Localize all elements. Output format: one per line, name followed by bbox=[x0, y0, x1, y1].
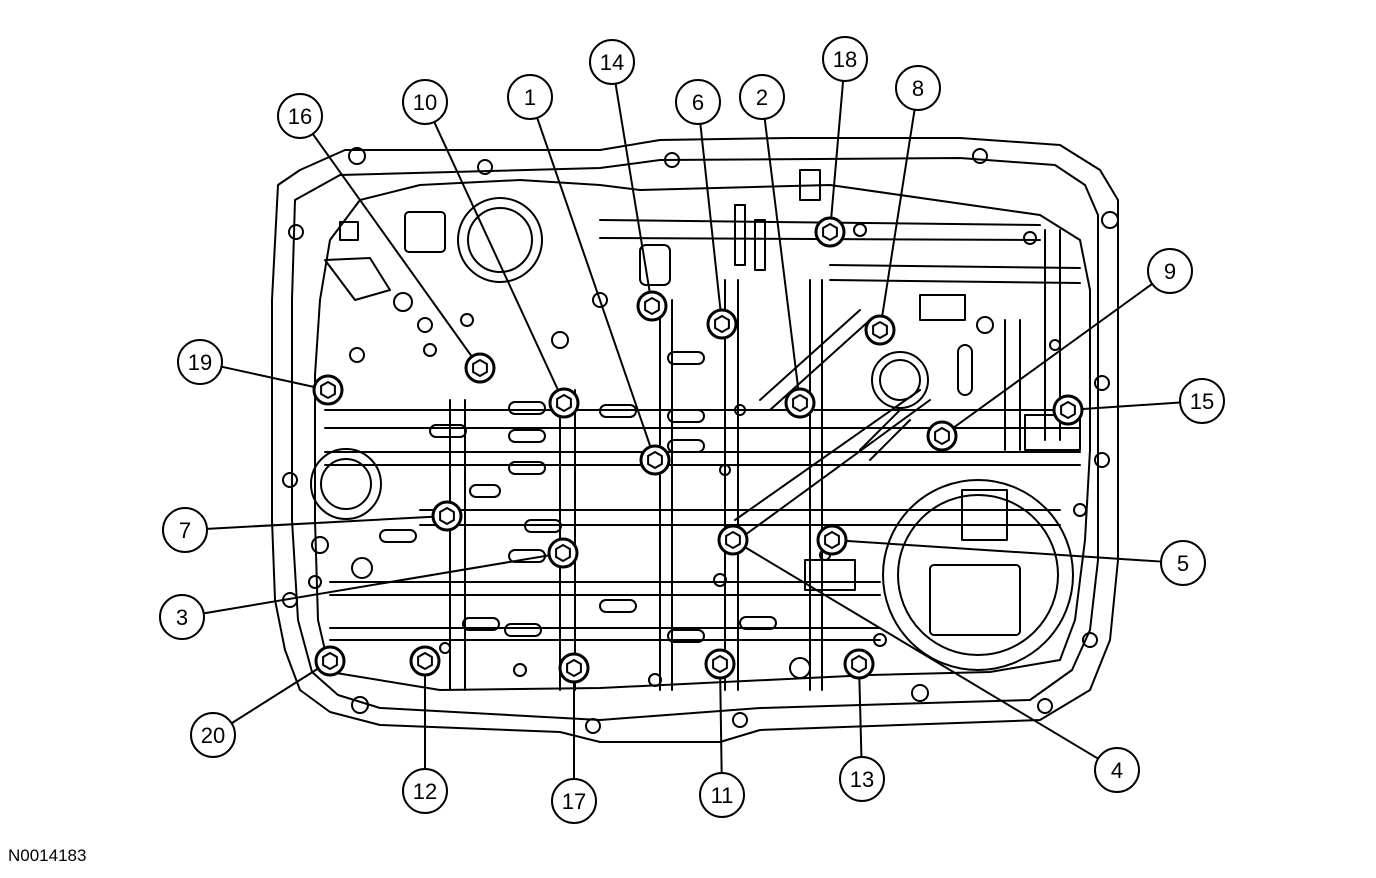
leader-line-16 bbox=[311, 133, 481, 369]
callout-number: 12 bbox=[413, 779, 437, 804]
bolt-13 bbox=[843, 648, 875, 680]
leader-line-8 bbox=[879, 109, 916, 331]
bolt-2 bbox=[784, 387, 816, 419]
callout-7: 7 bbox=[162, 507, 208, 553]
bolt-14 bbox=[636, 290, 668, 322]
callout-4: 4 bbox=[1094, 747, 1140, 793]
callout-2: 2 bbox=[739, 74, 785, 120]
callout-number: 20 bbox=[201, 723, 225, 748]
callout-11: 11 bbox=[699, 772, 745, 818]
leader-line-14 bbox=[614, 83, 653, 307]
figure-id: N0014183 bbox=[8, 846, 87, 865]
bolt-10 bbox=[548, 387, 580, 419]
bolt-9 bbox=[926, 420, 958, 452]
callout-number: 7 bbox=[179, 518, 191, 543]
callout-number: 14 bbox=[600, 50, 624, 75]
bolt-12 bbox=[409, 645, 441, 677]
callout-6: 6 bbox=[675, 79, 721, 125]
callout-number: 10 bbox=[413, 90, 437, 115]
callout-number: 5 bbox=[1177, 551, 1189, 576]
bolt-3 bbox=[547, 537, 579, 569]
leader-line-9 bbox=[941, 283, 1153, 437]
callout-1: 1 bbox=[507, 74, 553, 120]
bolt-19 bbox=[312, 374, 344, 406]
leader-line-3 bbox=[203, 552, 564, 615]
callout-number: 4 bbox=[1111, 758, 1123, 783]
leader-line-11 bbox=[719, 663, 723, 774]
callout-number: 3 bbox=[176, 605, 188, 630]
callout-number: 9 bbox=[1164, 259, 1176, 284]
callout-number: 16 bbox=[288, 104, 312, 129]
callout-15: 15 bbox=[1179, 378, 1225, 424]
callout-18: 18 bbox=[822, 36, 868, 82]
bolt-18 bbox=[814, 216, 846, 248]
leader-line-7 bbox=[206, 515, 448, 530]
callout-10: 10 bbox=[402, 79, 448, 125]
leader-line-19 bbox=[221, 365, 329, 391]
callout-9: 9 bbox=[1147, 248, 1193, 294]
bolt-8 bbox=[864, 314, 896, 346]
leader-lines bbox=[203, 80, 1181, 779]
callout-number: 13 bbox=[850, 767, 874, 792]
leader-line-5 bbox=[831, 539, 1162, 563]
callout-number: 19 bbox=[188, 350, 212, 375]
leader-line-15 bbox=[1067, 401, 1181, 411]
callout-16: 16 bbox=[277, 93, 323, 139]
bolt-7 bbox=[431, 500, 463, 532]
callout-number: 17 bbox=[562, 789, 586, 814]
bolt-heads bbox=[312, 216, 1084, 684]
bolt-6 bbox=[706, 308, 738, 340]
bolt-17 bbox=[558, 652, 590, 684]
callout-14: 14 bbox=[589, 39, 635, 85]
callout-5: 5 bbox=[1160, 540, 1206, 586]
callout-8: 8 bbox=[895, 65, 941, 111]
leader-line-18 bbox=[829, 80, 845, 233]
valve-body-drawing bbox=[271, 137, 1119, 743]
leader-line-10 bbox=[433, 121, 565, 404]
callout-number: 8 bbox=[912, 76, 924, 101]
bolt-16 bbox=[464, 352, 496, 384]
bolt-1 bbox=[639, 444, 671, 476]
callout-number: 15 bbox=[1190, 389, 1214, 414]
bolt-15 bbox=[1052, 394, 1084, 426]
callout-number: 2 bbox=[756, 85, 768, 110]
leader-line-2 bbox=[763, 118, 801, 404]
callout-number: 11 bbox=[711, 783, 734, 808]
leader-line-13 bbox=[858, 663, 863, 758]
callout-number: 18 bbox=[833, 47, 857, 72]
callout-17: 17 bbox=[551, 778, 597, 824]
callout-19: 19 bbox=[177, 339, 223, 385]
leader-line-6 bbox=[699, 123, 723, 325]
leader-line-1 bbox=[536, 117, 656, 461]
callout-3: 3 bbox=[159, 594, 205, 640]
leader-line-20 bbox=[231, 660, 331, 725]
callout-12: 12 bbox=[402, 768, 448, 814]
leader-line-4 bbox=[732, 539, 1099, 760]
bolt-5 bbox=[816, 524, 848, 556]
callout-number: 6 bbox=[692, 90, 704, 115]
callout-number: 1 bbox=[524, 85, 536, 110]
callout-13: 13 bbox=[839, 756, 885, 802]
bolt-20 bbox=[314, 645, 346, 677]
callout-20: 20 bbox=[190, 712, 236, 758]
bolt-11 bbox=[704, 648, 736, 680]
bolt-4 bbox=[717, 524, 749, 556]
